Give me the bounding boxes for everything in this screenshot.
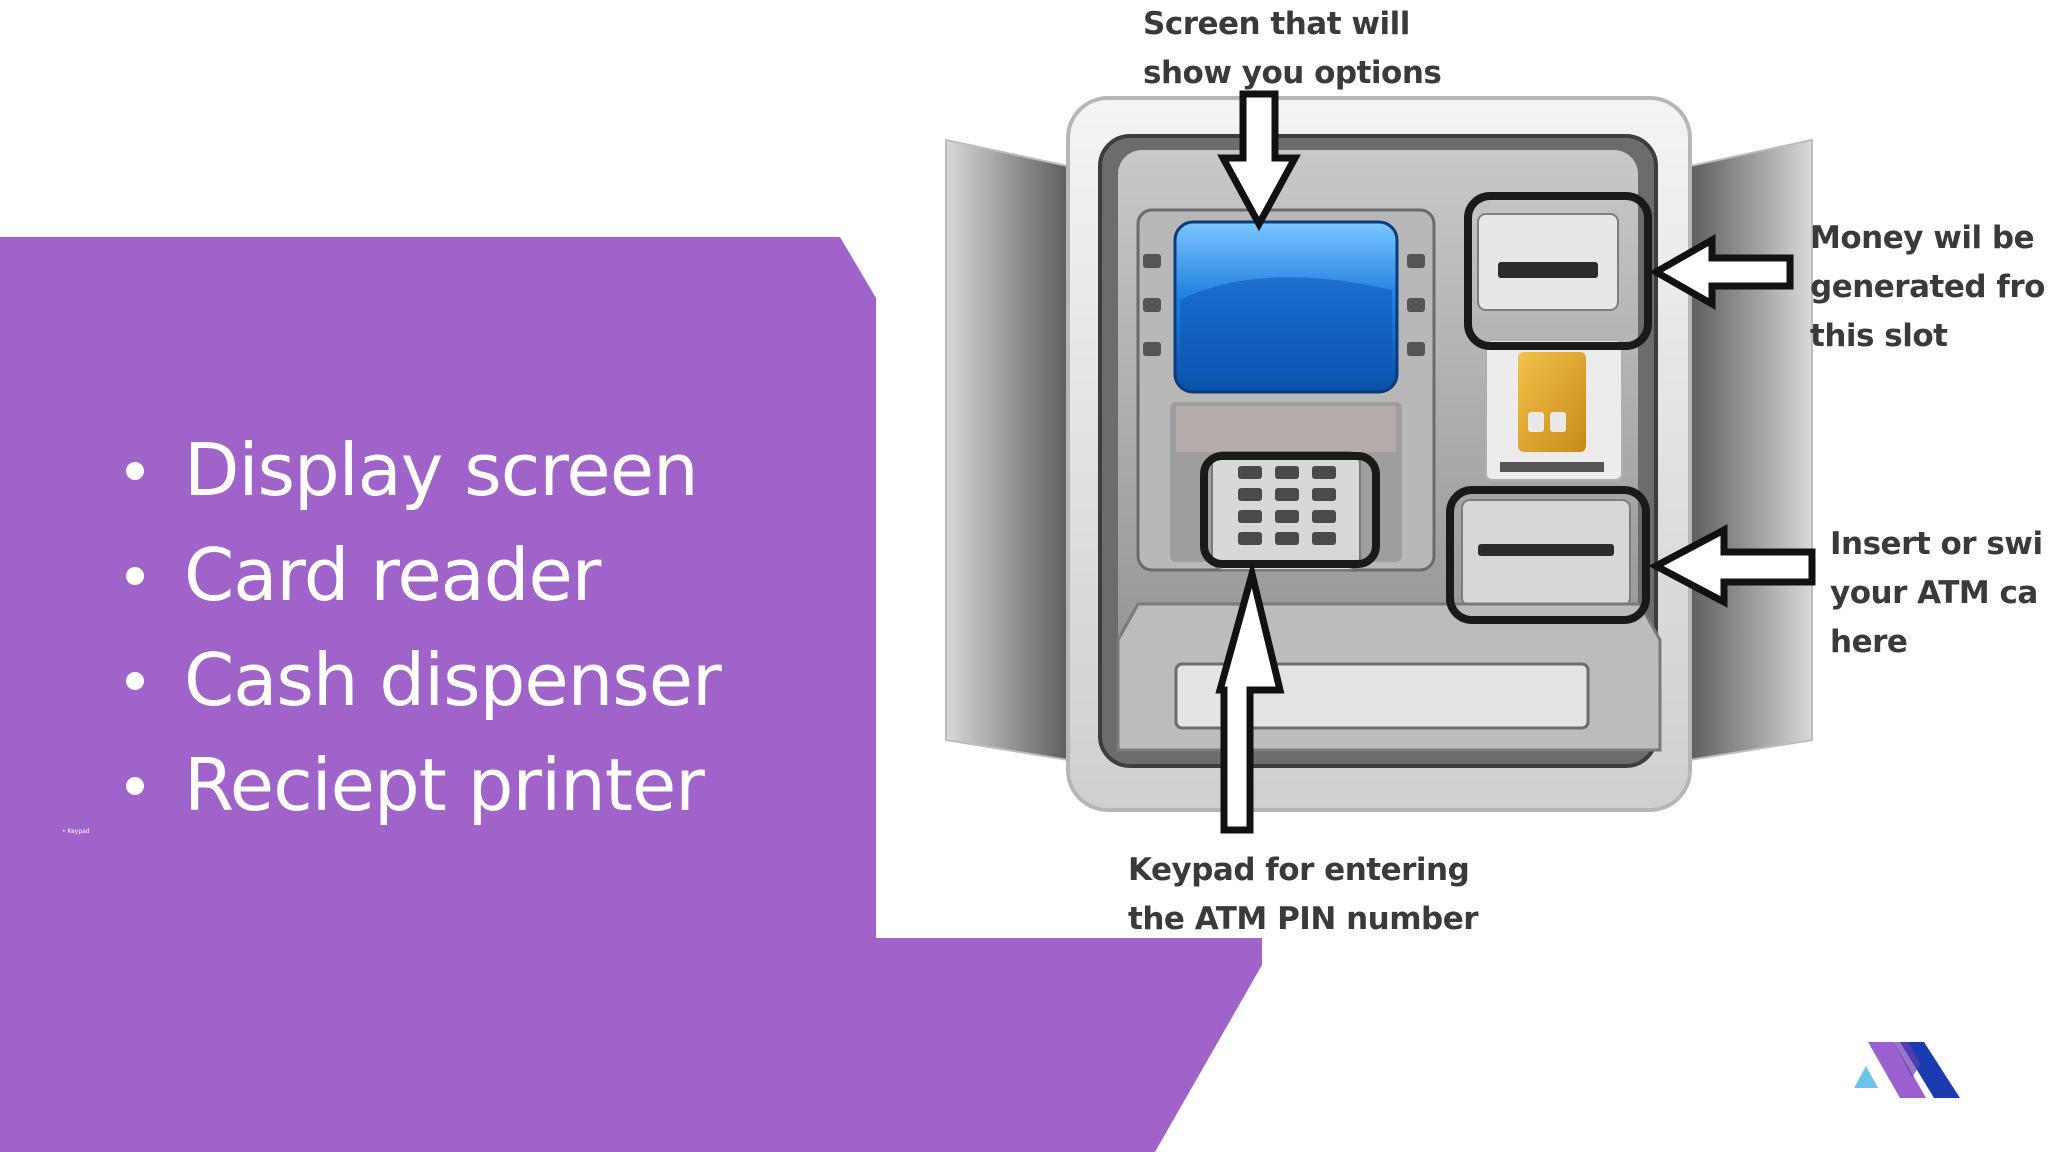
bullet-dot xyxy=(126,777,144,795)
atm-card-image xyxy=(1518,352,1586,452)
bullet-text: Cash dispenser xyxy=(184,638,722,722)
cash-slot-highlight xyxy=(1464,192,1652,350)
bullet-text: Card reader xyxy=(184,533,601,617)
bullet-item: Card reader xyxy=(120,523,721,628)
bullet-dot xyxy=(126,672,144,690)
bullet-dot xyxy=(126,462,144,480)
tiny-note: • Keypad xyxy=(62,828,90,835)
callout-screen: Screen that will show you options xyxy=(1143,6,1442,91)
bullet-item: Cash dispenser xyxy=(120,628,722,733)
callout-money-slot: Money wil be generated fro this slot xyxy=(1810,220,2045,354)
atm-left-door xyxy=(945,138,1069,762)
keypad-keys xyxy=(1238,466,1336,545)
bullet-item: Reciept printer xyxy=(120,733,721,838)
atm-diagram xyxy=(945,90,1816,834)
card-slot-highlight xyxy=(1446,486,1650,624)
callout-card-slot: Insert or swi your ATM ca here xyxy=(1830,526,2043,660)
arrow-to-screen xyxy=(1217,90,1301,232)
brand-logo xyxy=(1854,1042,1960,1098)
bullet-text: Reciept printer xyxy=(184,743,705,827)
bullet-dot xyxy=(126,567,144,585)
bullet-list: Display screen Card reader Cash dispense… xyxy=(120,418,722,838)
callout-keypad: Keypad for entering the ATM PIN number xyxy=(1128,852,1479,937)
arrow-to-card-slot xyxy=(1648,524,1816,608)
arrow-from-keypad xyxy=(1215,560,1285,834)
screen-side-buttons xyxy=(1143,254,1425,356)
keypad-highlight xyxy=(1200,452,1380,568)
arrow-to-cash-slot xyxy=(1648,233,1794,311)
bullet-text: Display screen xyxy=(184,428,699,512)
atm-right-door xyxy=(1689,138,1813,762)
bullet-item: Display screen xyxy=(120,418,721,523)
